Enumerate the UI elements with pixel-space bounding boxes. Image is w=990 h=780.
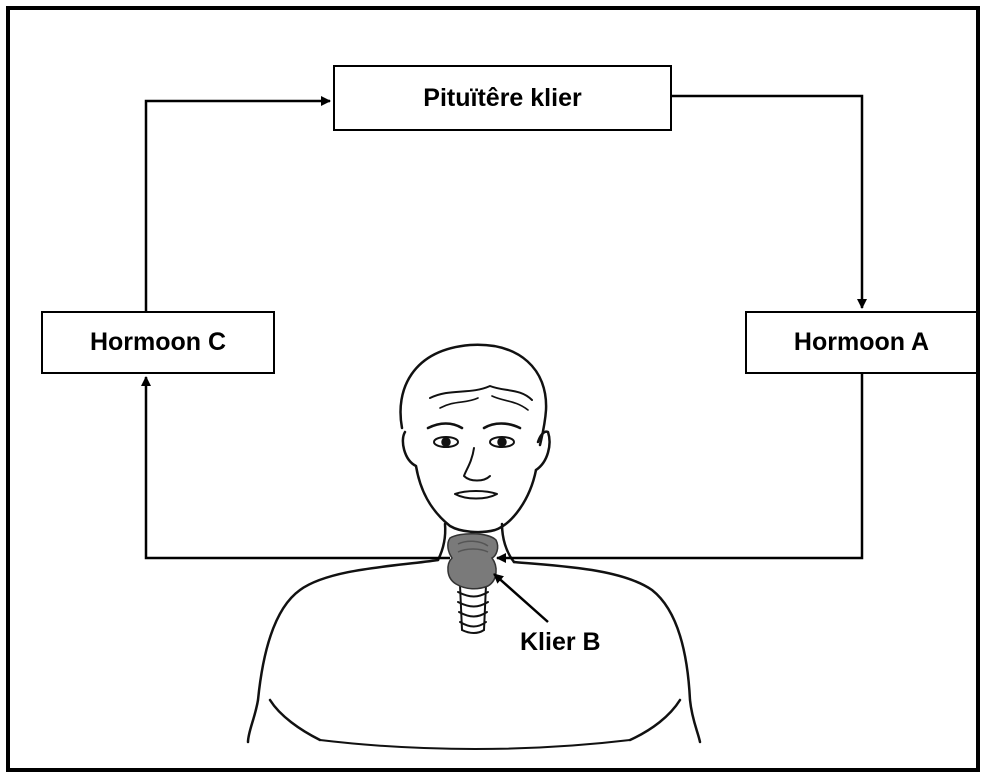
thyroid-gland bbox=[448, 534, 498, 589]
gland-b-label: Klier B bbox=[520, 628, 601, 657]
hormone-a-box: Hormoon A bbox=[745, 311, 978, 374]
eyebrow-right bbox=[484, 424, 520, 429]
shoulder-left bbox=[248, 560, 438, 742]
hair-lines bbox=[430, 386, 532, 400]
nose bbox=[464, 448, 490, 481]
arrow-hormone-c-to-pituitary bbox=[146, 101, 330, 311]
trachea bbox=[458, 585, 488, 633]
arrow-pituitary-to-hormone-a bbox=[672, 96, 862, 308]
arm-right bbox=[630, 700, 680, 740]
gland-b-pointer bbox=[494, 574, 548, 622]
arrow-gland-b-to-hormone-c bbox=[146, 377, 450, 558]
face-left-outline bbox=[403, 432, 536, 532]
pituitary-gland-box: Pituïtêre klier bbox=[333, 65, 672, 131]
neck-left bbox=[438, 524, 445, 560]
arrow-hormone-a-to-gland-b bbox=[497, 374, 862, 558]
pituitary-gland-label: Pituïtêre klier bbox=[423, 84, 581, 113]
hormone-c-box: Hormoon C bbox=[41, 311, 275, 374]
hormone-c-label: Hormoon C bbox=[90, 328, 226, 357]
hormone-a-label: Hormoon A bbox=[794, 328, 929, 357]
mouth bbox=[455, 491, 497, 499]
neck-right bbox=[502, 524, 514, 562]
arm-left bbox=[270, 700, 320, 740]
torso-bottom bbox=[320, 740, 630, 749]
eyebrow-left bbox=[428, 424, 462, 429]
